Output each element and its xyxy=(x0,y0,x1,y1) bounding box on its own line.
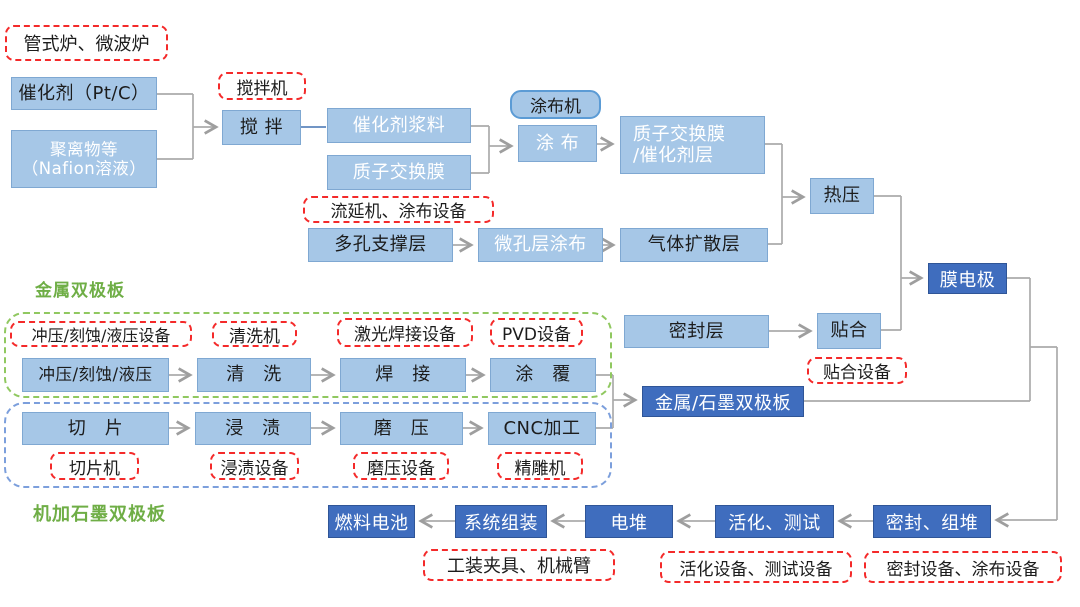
graphite-bipolar-group xyxy=(4,402,612,488)
node-pem-catalyst-layer: 质子交换膜 /催化剂层 xyxy=(620,116,765,174)
node-stamping-etching: 冲压/刻蚀/液压 xyxy=(22,358,169,392)
node-pem: 质子交换膜 xyxy=(327,155,471,190)
section-label-graphite-bipolar: 机加石墨双极板 xyxy=(33,504,166,525)
label-fixtures-robot-arm: 工装夹具、机械臂 xyxy=(423,549,615,581)
node-fuel-cell: 燃料电池 xyxy=(328,505,415,538)
label-laser-welding-equipment: 激光焊接设备 xyxy=(337,318,473,347)
node-grinding: 磨 压 xyxy=(340,412,463,445)
label-slicer: 切片机 xyxy=(50,452,139,480)
node-laminating: 贴合 xyxy=(817,313,881,349)
node-gas-diffusion-layer: 气体扩散层 xyxy=(620,228,768,262)
node-stack: 电堆 xyxy=(585,505,673,538)
node-impregnation: 浸 渍 xyxy=(195,412,311,445)
label-sealing-coating-equipment: 密封设备、涂布设备 xyxy=(864,551,1062,583)
node-hot-press: 热压 xyxy=(810,178,874,214)
node-catalyst-pt: 催化剂（Pt/C） xyxy=(11,77,157,110)
label-stamping-equipment: 冲压/刻蚀/液压设备 xyxy=(10,321,192,347)
label-pvd-equipment: PVD设备 xyxy=(490,318,583,347)
label-laminating-equipment: 贴合设备 xyxy=(807,357,907,384)
node-stirring: 搅 拌 xyxy=(222,110,301,145)
label-grinding-equipment: 磨压设备 xyxy=(353,452,449,480)
node-polymer-nafion: 聚离物等 （Nafion溶液） xyxy=(11,130,157,188)
node-porous-support: 多孔支撑层 xyxy=(308,228,453,262)
label-engraving-machine: 精雕机 xyxy=(497,452,583,480)
node-system-assembly: 系统组装 xyxy=(455,505,547,538)
node-coating-pvd: 涂 覆 xyxy=(490,358,596,392)
node-bipolar-plate: 金属/石墨双极板 xyxy=(642,386,804,417)
node-activation-testing: 活化、测试 xyxy=(715,505,834,538)
section-label-metal-bipolar: 金属双极板 xyxy=(35,281,125,301)
node-coating: 涂 布 xyxy=(518,125,597,162)
label-coater: 涂布机 xyxy=(510,90,601,119)
node-sealing-stacking: 密封、组堆 xyxy=(873,505,991,538)
label-impregnation-equipment: 浸渍设备 xyxy=(210,452,299,480)
label-tube-microwave-furnace: 管式炉、微波炉 xyxy=(5,25,168,61)
node-seal-layer: 密封层 xyxy=(624,315,769,348)
node-microporous-coating: 微孔层涂布 xyxy=(478,228,603,262)
label-casting-coating-equipment: 流延机、涂布设备 xyxy=(303,196,494,223)
node-welding: 焊 接 xyxy=(340,358,466,392)
node-cleaning: 清 洗 xyxy=(197,358,311,392)
label-stirrer: 搅拌机 xyxy=(218,72,306,100)
label-activation-testing-equipment: 活化设备、测试设备 xyxy=(660,551,852,583)
node-catalyst-slurry: 催化剂浆料 xyxy=(327,108,471,143)
label-cleaning-machine: 清洗机 xyxy=(212,321,297,347)
node-cnc-machining: CNC加工 xyxy=(488,412,596,445)
node-slicing: 切 片 xyxy=(22,412,169,445)
node-mea: 膜电极 xyxy=(928,263,1007,294)
metal-bipolar-group xyxy=(4,312,612,398)
